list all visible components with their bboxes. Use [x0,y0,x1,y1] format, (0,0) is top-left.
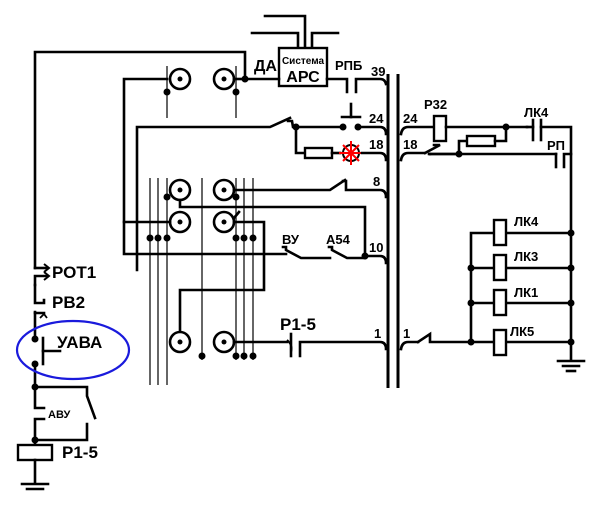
coil-lk1 [492,288,508,317]
label-rp: РП [547,138,565,153]
label-avu: АВУ [48,409,70,421]
label-uava: УАВА [57,333,102,352]
aps-system-line2: АРС [286,69,320,86]
coil-label-lk5: ЛК5 [510,324,534,339]
aps-feed-line-2 [250,31,300,50]
aps-system-block: Система АРС [250,14,340,88]
ground-icon-left [20,458,50,491]
relay-rz2-coil [432,114,448,143]
uava-button [31,311,62,388]
rp-contact [554,152,573,169]
lamp-icon [339,141,363,165]
wire-number-8: 8 [373,174,380,189]
push-button-contact [340,102,362,119]
resistor-right [465,134,497,148]
resistor [303,146,334,160]
label-rz2: Р32 [424,97,447,112]
avu-switch [31,383,97,444]
rv2-contact [33,283,48,319]
aps-feed-line-3 [310,31,340,50]
wire-10 [363,254,388,265]
label-r15-coil: Р1-5 [62,443,98,462]
label-vu: ВУ [282,232,300,247]
highlight-ellipse [15,319,131,381]
connector-block-middle [146,178,257,385]
wire-number-18-right: 18 [403,137,417,152]
coil-ladder: ЛК4 ЛК3 ЛК1 ЛК5 [467,214,575,357]
ground-icon-right [556,340,586,373]
wire-24-left [135,116,292,272]
wire-number-10: 10 [369,240,383,255]
wire-number-39: 39 [371,64,385,79]
wire-18 [360,151,388,162]
wire-number-18: 18 [369,137,383,152]
wire-inner-loop [122,77,288,256]
wire-top-loop [33,50,247,270]
label-rpb: РПБ [335,58,362,73]
switch-line-1 [416,331,473,344]
aps-feed-line-1 [263,14,307,50]
wire-24 [356,125,388,136]
coil-lk4 [492,218,508,247]
coil-label-lk1: ЛК1 [514,285,538,300]
coil-r15 [16,443,54,462]
label-a54: А54 [326,232,351,247]
lk4-contact [525,118,573,346]
coil-label-lk4: ЛК4 [514,214,539,229]
wire-8 [341,179,388,199]
switch-rz2 [423,143,441,156]
label-da: ДА [254,58,277,75]
wire-number-24: 24 [369,111,384,126]
wire-8-left [232,178,347,192]
aps-system-line1: Система [282,56,325,67]
label-pot1: РОТ1 [52,263,96,282]
pot1-contact [33,263,51,287]
switch-vu [281,245,332,260]
label-r15-contact: Р1-5 [280,315,316,334]
label-rv2: РВ2 [52,293,85,312]
switch-a54 [327,245,367,260]
wire-number-1: 1 [374,326,381,341]
r15-contact [286,332,388,358]
wire-number-24-right: 24 [403,111,418,126]
coil-lk3 [492,253,508,282]
rpb-contact [325,77,388,94]
coil-label-lk3: ЛК3 [514,249,538,264]
aps-system-box [277,46,329,88]
wire-number-1-right: 1 [403,326,410,341]
connector-row-1 [163,66,247,118]
label-lk4-contact: ЛК4 [524,105,549,120]
coil-lk5 [492,328,508,357]
